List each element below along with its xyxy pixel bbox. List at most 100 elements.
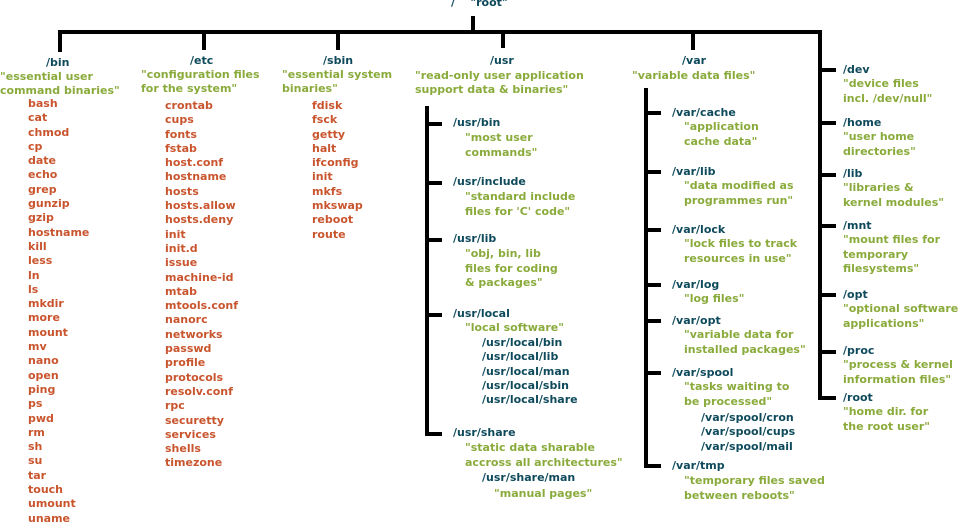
subdir-entry: /usr/share/man [482,471,576,484]
dir-label: /var/tmp [672,459,725,472]
file-entry: protocols [165,370,224,384]
file-entry: fstab [165,141,197,155]
file-entry: hosts [165,184,199,198]
dir-label: /usr/lib [453,232,497,245]
root-node: / "root" [451,0,508,10]
usr-share: /usr/share"static data sharable accross … [453,426,623,470]
usr-local: /usr/local"local software" [453,307,564,336]
subdir-entry: /usr/local/man [482,364,570,378]
dir-desc: "mount files for temporary filesystems" [843,233,941,275]
dir-label: /var/cache [672,106,736,119]
dir-desc: "device files incl. /dev/null" [843,77,933,105]
file-entry: securetty [165,413,224,427]
file-entry: sh [28,440,43,454]
file-entry: chmod [28,125,70,139]
usr-node: /usr [490,54,514,68]
etc-label: /etc [190,54,214,67]
dir-desc: "user home directories" [843,130,916,158]
var-desc: "variable data files" [632,69,756,82]
file-entry: kill [28,239,47,253]
dir-label: /usr/bin [453,116,501,129]
subdir-entry: /var/spool/cups [701,425,796,439]
var-spool: /var/spool"tasks waiting to be processed… [672,366,789,409]
dir-desc: "standard include files for 'C' code" [465,190,576,218]
file-entry: host.conf [165,156,224,170]
usr-desc: "read-only user application support data… [415,69,584,97]
var-log: /var/log"log files" [672,278,744,307]
dir-desc: "libraries & kernel modules" [843,181,945,209]
dev-node: /dev"device files incl. /dev/null" [843,63,932,106]
dir-label: /var/spool [672,366,734,379]
file-entry: init.d [165,241,198,255]
dir-desc: "static data sharable accross all archit… [465,441,623,469]
dir-desc: "tasks waiting to be processed" [684,380,790,408]
file-entry: hostname [165,170,227,184]
var-tmp: /var/tmp "temporary files saved between r… [672,459,825,503]
var-opt: /var/opt"variable data for installed pac… [672,314,806,357]
subdir-entry: /var/spool/mail [701,439,793,453]
file-entry: hostname [28,225,90,239]
file-entry: uname [28,511,71,525]
file-entry: mv [28,340,47,354]
file-entry: hosts.deny [165,213,234,227]
usr-lib: /usr/lib "obj, bin, lib files for coding … [453,232,558,290]
file-entry: mkfs [312,184,343,198]
dir-label: /opt [843,288,868,301]
file-entry: fdisk [312,99,343,112]
usr-share-list: /usr/share/man [482,471,575,485]
file-entry: init [165,227,186,241]
dir-desc: "log files" [684,292,745,306]
dir-label: /usr/include [453,175,526,188]
file-entry: bash [28,97,58,110]
file-entry: ifconfig [312,156,359,170]
subdir-entry: /usr/local/sbin [482,378,569,392]
dir-desc: "lock files to track resources in use" [684,237,798,265]
var-node: /var [682,54,706,68]
usr-label: /usr [490,54,514,67]
dir-desc: "home dir. for the root user" [843,405,931,433]
var-lib: /var/lib"data modified as programmes run… [672,165,794,208]
bin-desc: "essential user command binaries" [0,70,120,98]
usr-include: /usr/include "standard include files for … [453,175,575,219]
sbin-desc: "essential system binaries" [282,68,393,96]
etc-desc: "configuration files for the system" [141,68,260,96]
file-entry: more [28,311,60,325]
lib-node: /lib"libraries & kernel modules" [843,167,944,210]
usr-bin: /usr/bin "most user commands" [453,116,537,160]
dir-label: /lib [843,167,863,180]
file-entry: passwd [165,342,212,356]
bin-node: /bin [46,56,70,70]
file-entry: less [28,254,53,268]
file-entry: grep [28,182,57,196]
dir-desc: "application cache data" [684,120,759,148]
file-entry: issue [165,256,198,270]
file-entry: nano [28,354,59,368]
dir-desc: "most user commands" [465,131,538,159]
subdir-entry: /var/spool/cron [701,411,794,424]
file-entry: cat [28,111,48,125]
dir-label: /var/opt [672,314,721,327]
file-entry: mtools.conf [165,299,239,313]
dir-desc: "local software" [465,321,564,335]
dir-desc: "obj, bin, lib files for coding & packag… [465,247,558,289]
file-entry: getty [312,127,346,141]
subdir-entry: /usr/local/share [482,393,578,407]
file-entry: tar [28,468,47,482]
var-label: /var [682,54,707,67]
root-home-node: /root"home dir. for the root user" [843,391,930,434]
dir-label: /var/log [672,278,720,291]
var-spool-list: /var/spool/cron/var/spool/cups/var/spool… [701,411,795,454]
dir-label: /home [843,116,882,129]
file-entry: open [28,368,59,382]
root-desc: "root" [470,0,508,9]
file-entry: mtab [165,284,198,298]
file-entry: resolv.conf [165,384,233,398]
dir-desc: "temporary files saved between reboots" [684,474,825,502]
file-entry: crontab [165,99,213,112]
file-entry: hosts.allow [165,199,236,213]
file-entry: umount [28,497,76,511]
file-entry: nanorc [165,313,208,327]
